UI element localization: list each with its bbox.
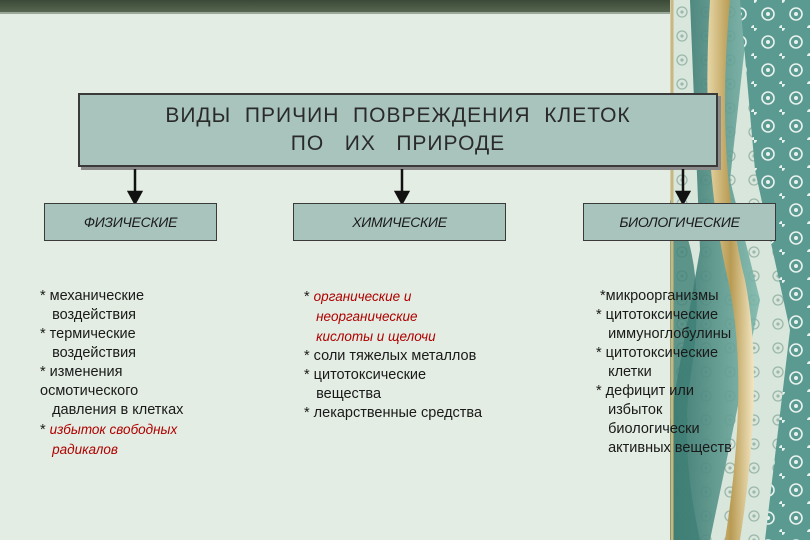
- cause-item-highlight: органические и: [313, 289, 412, 304]
- cause-item-text: *микроорганизмы: [596, 288, 719, 304]
- cause-item: активных веществ: [596, 439, 732, 458]
- cause-item: иммуноглобулины: [596, 325, 732, 344]
- cause-item-text: биологически: [596, 421, 700, 437]
- cause-item: воздействия: [40, 306, 183, 325]
- cause-item: *микроорганизмы: [596, 287, 732, 306]
- cause-item-text: * изменения: [40, 364, 123, 380]
- cause-item: * органические и: [304, 287, 482, 307]
- cause-item: воздействия: [40, 344, 183, 363]
- chemical-causes-list: * органические и неорганические кислоты …: [304, 287, 482, 423]
- cause-item-text: * лекарственные средства: [304, 405, 483, 421]
- cause-item: * цитотоксические: [596, 306, 732, 325]
- title-line-1: ВИДЫ ПРИЧИН ПОВРЕЖДЕНИЯ КЛЕТОК: [165, 104, 631, 127]
- category-biological: БИОЛОГИЧЕСКИЕ: [583, 203, 776, 241]
- cause-item-text: осмотического: [40, 383, 139, 399]
- cause-item-highlight: избыток свободных: [49, 422, 178, 437]
- cause-item: * избыток свободных: [40, 420, 183, 440]
- top-bar-divider: [0, 12, 700, 14]
- cause-item-text: воздействия: [40, 307, 137, 323]
- cause-item-text: * цитотоксические: [304, 367, 427, 383]
- cause-item-text: [40, 442, 52, 458]
- cause-item: * лекарственные средства: [304, 404, 482, 423]
- top-bar: [0, 0, 700, 12]
- cause-item-text: *: [40, 422, 50, 438]
- cause-item-text: * цитотоксические: [596, 345, 719, 361]
- cause-item-text: клетки: [596, 364, 652, 380]
- cause-item-highlight: неорганические: [316, 309, 418, 324]
- arrowhead-biological: [674, 190, 692, 206]
- cause-item-text: вещества: [304, 386, 382, 402]
- category-chemical: ХИМИЧЕСКИЕ: [293, 203, 506, 241]
- cause-item: избыток: [596, 401, 732, 420]
- cause-item-text: * цитотоксические: [596, 307, 719, 323]
- cause-item: клетки: [596, 363, 732, 382]
- cause-item-highlight: кислоты и щелочи: [316, 329, 436, 344]
- cause-item-text: *: [304, 289, 314, 305]
- cause-item: * соли тяжелых металлов: [304, 347, 482, 366]
- cause-item: кислоты и щелочи: [304, 327, 482, 347]
- cause-item-text: [304, 329, 316, 345]
- cause-item-text: давления в клетках: [40, 402, 184, 418]
- cause-item-text: избыток: [596, 402, 663, 418]
- title-line-2: ПО ИХ ПРИРОДЕ: [290, 132, 506, 155]
- cause-item: * цитотоксические: [304, 366, 482, 385]
- cause-item: * изменения: [40, 363, 183, 382]
- arrowhead-physical: [126, 190, 144, 206]
- title-box: ВИДЫ ПРИЧИН ПОВРЕЖДЕНИЯ КЛЕТОК ПО ИХ ПРИ…: [78, 93, 718, 167]
- cause-item: * механические: [40, 287, 183, 306]
- cause-item-text: * соли тяжелых металлов: [304, 348, 477, 364]
- cause-item: вещества: [304, 385, 482, 404]
- cause-item-text: активных веществ: [596, 440, 732, 456]
- cause-item: биологически: [596, 420, 732, 439]
- cause-item: осмотического: [40, 382, 183, 401]
- cause-item: неорганические: [304, 307, 482, 327]
- cause-item-text: * термические: [40, 326, 136, 342]
- cause-item: * термические: [40, 325, 183, 344]
- cause-item: * цитотоксические: [596, 344, 732, 363]
- cause-item-text: * дефицит или: [596, 383, 694, 399]
- cause-item-text: иммуноглобулины: [596, 326, 732, 342]
- cause-item-text: [304, 309, 316, 325]
- decorative-ornament: [670, 0, 810, 540]
- cause-item: * дефицит или: [596, 382, 732, 401]
- arrowhead-chemical: [393, 190, 411, 206]
- category-physical: ФИЗИЧЕСКИЕ: [44, 203, 217, 241]
- ornament-graphic: [670, 0, 810, 540]
- cause-item: радикалов: [40, 440, 183, 460]
- cause-item: давления в клетках: [40, 401, 183, 420]
- biological-causes-list: *микроорганизмы * цитотоксические иммуног…: [596, 287, 732, 458]
- cause-item-text: * механические: [40, 288, 145, 304]
- cause-item-text: воздействия: [40, 345, 137, 361]
- physical-causes-list: * механические воздействия* термические …: [40, 287, 183, 460]
- cause-item-highlight: радикалов: [52, 442, 118, 457]
